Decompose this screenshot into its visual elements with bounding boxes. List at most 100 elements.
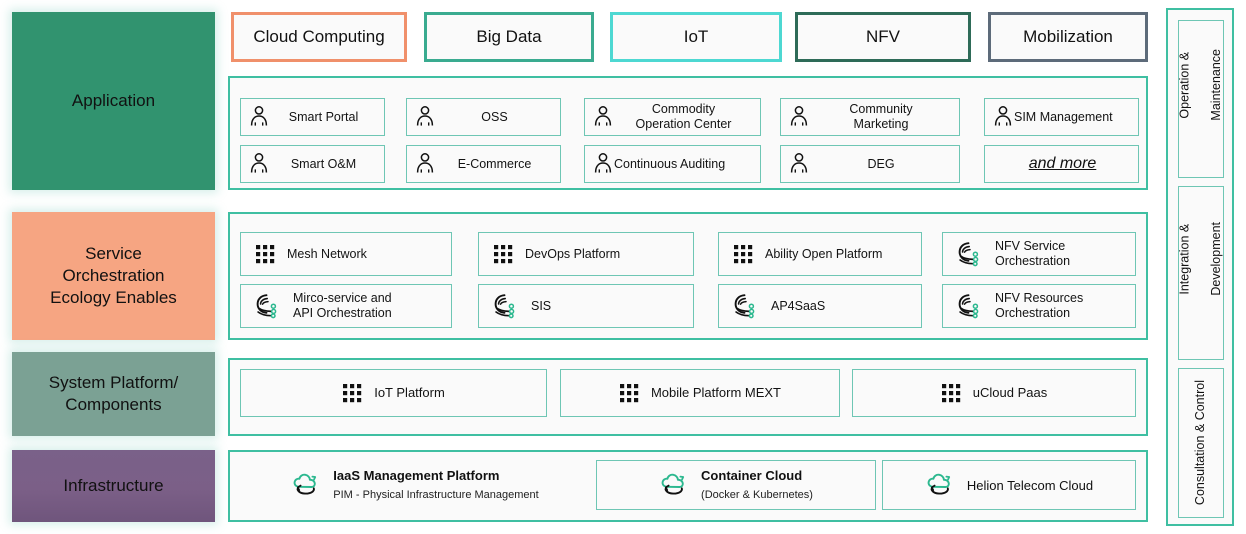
app-tile-commodity-operation-center[interactable]: Commodity Operation Center <box>584 98 761 136</box>
app-tile-label-line1: Community <box>849 102 913 117</box>
app-tile-smart-portal[interactable]: Smart Portal <box>240 98 385 136</box>
app-tile-label: Continuous Auditing <box>614 156 726 171</box>
service-tile-label-line1: NFV Resources <box>995 291 1084 306</box>
service-tile-label-line2: API Orchestration <box>293 306 392 320</box>
category-chip-label: IoT <box>683 27 709 46</box>
system-tile-iot-platform[interactable]: IoT Platform <box>240 369 547 417</box>
service-tile-ap4saas[interactable]: AP4SaaS <box>718 284 922 328</box>
category-chip-label: NFV <box>866 27 900 46</box>
person-icon <box>993 105 1013 129</box>
system-tile-label: uCloud Paas <box>972 385 1048 401</box>
service-tile-label: NFV Service Orchestration <box>995 239 1070 269</box>
category-chip-label: Mobilization <box>1023 27 1113 46</box>
service-tile-label-line2: Orchestration <box>995 306 1071 320</box>
app-tile-deg[interactable]: DEG <box>780 145 960 183</box>
rail-label: Integration & Development <box>1162 222 1240 323</box>
app-tile-community-marketing[interactable]: Community Marketing <box>780 98 960 136</box>
service-tile-label: Mirco-service and API Orchestration <box>293 291 392 321</box>
service-tile-label-line2: Orchestration <box>995 254 1071 268</box>
infra-tile-subtitle: (Docker & Kubernetes) <box>701 489 813 501</box>
side-rail: Operation & Maintenance Integration & De… <box>1166 8 1234 526</box>
infra-tile-subtitle: PIM - Physical Infrastructure Management <box>333 489 539 501</box>
layer-title-application: Application <box>71 90 156 110</box>
person-icon <box>593 105 613 129</box>
layer-block-application: Application <box>12 12 215 190</box>
category-chip-mobilization[interactable]: Mobilization <box>988 12 1148 62</box>
category-chip-cloud-computing[interactable]: Cloud Computing <box>231 12 407 62</box>
system-title-line1: System Platform/ <box>48 372 179 392</box>
category-chip-label: Cloud Computing <box>253 27 385 46</box>
dot-grid-icon <box>619 383 639 403</box>
layer-block-service-orchestration: Service Orchestration Ecology Enables <box>12 212 215 340</box>
app-tile-label: E-Commerce <box>457 156 532 171</box>
service-title-line2: Orchestration <box>62 265 165 285</box>
orchestration-icon <box>733 293 759 319</box>
system-title-line2: Components <box>65 395 162 414</box>
service-tile-ability-open-platform[interactable]: Ability Open Platform <box>718 232 922 276</box>
layer-title-infrastructure: Infrastructure <box>63 475 164 495</box>
infra-tile-text: Container Cloud (Docker & Kubernetes) <box>701 467 813 503</box>
orchestration-icon <box>493 293 519 319</box>
service-tile-label: NFV Resources Orchestration <box>995 291 1083 321</box>
app-tile-label: OSS <box>481 109 508 124</box>
rail-label-line2: Development <box>1208 222 1223 296</box>
service-tile-sis[interactable]: SIS <box>478 284 694 328</box>
category-chip-big-data[interactable]: Big Data <box>424 12 594 62</box>
app-tile-label: Community Marketing <box>809 102 953 132</box>
infra-tile-text: IaaS Management Platform PIM - Physical … <box>333 467 538 503</box>
rail-label-line1: Integration & <box>1177 223 1192 295</box>
app-tile-label-line1: Commodity <box>651 102 716 117</box>
cloud-icon <box>925 472 955 498</box>
infra-tile-container-cloud[interactable]: Container Cloud (Docker & Kubernetes) <box>596 460 876 510</box>
system-tile-mobile-platform-mext[interactable]: Mobile Platform MEXT <box>560 369 840 417</box>
service-tile-mesh-network[interactable]: Mesh Network <box>240 232 452 276</box>
service-tile-label-line1: NFV Service <box>995 239 1066 254</box>
service-tile-micro-service-api-orchestration[interactable]: Mirco-service and API Orchestration <box>240 284 452 328</box>
app-tile-label: SIM Management <box>1014 109 1113 124</box>
app-tile-label: and more <box>1028 155 1097 172</box>
infra-tile-helion-telecom-cloud[interactable]: Helion Telecom Cloud <box>882 460 1136 510</box>
rail-label-line2: Maintenance <box>1208 49 1223 121</box>
rail-label: Consultation & Control <box>1193 380 1208 506</box>
rail-label: Operation & Maintenance <box>1162 49 1240 148</box>
app-tile-label: Commodity Operation Center <box>613 102 754 132</box>
service-tile-label: Mesh Network <box>287 246 367 261</box>
app-tile-and-more[interactable]: and more <box>984 145 1139 183</box>
orchestration-icon <box>957 293 983 319</box>
service-tile-nfv-service-orchestration[interactable]: NFV Service Orchestration <box>942 232 1136 276</box>
app-tile-continuous-auditing[interactable]: Continuous Auditing <box>584 145 761 183</box>
rail-cell-operation-maintenance[interactable]: Operation & Maintenance <box>1178 20 1224 178</box>
system-tile-label: IoT Platform <box>374 385 445 401</box>
orchestration-icon <box>957 241 983 267</box>
rail-label-line1: Operation & <box>1177 51 1192 119</box>
app-tile-label-line2: Operation Center <box>635 117 732 131</box>
system-tile-ucloud-paas[interactable]: uCloud Paas <box>852 369 1136 417</box>
app-tile-label: DEG <box>867 156 895 171</box>
rail-cell-consultation-control[interactable]: Consultation & Control <box>1178 368 1224 518</box>
layer-title-service-orchestration: Service Orchestration Ecology Enables <box>50 243 177 309</box>
layer-title-system-platform: System Platform/ Components <box>49 372 178 416</box>
person-icon <box>593 152 613 176</box>
app-tile-e-commerce[interactable]: E-Commerce <box>406 145 561 183</box>
person-icon <box>415 152 435 176</box>
cloud-icon <box>659 472 689 498</box>
dot-grid-icon <box>493 244 513 264</box>
person-icon <box>789 152 809 176</box>
category-chip-nfv[interactable]: NFV <box>795 12 971 62</box>
cloud-icon <box>291 472 321 498</box>
service-tile-label-line1: Mirco-service and <box>293 291 392 306</box>
dot-grid-icon <box>342 383 362 403</box>
app-tile-sim-management[interactable]: SIM Management <box>984 98 1139 136</box>
category-chip-label: Big Data <box>476 27 542 46</box>
dot-grid-icon <box>255 244 275 264</box>
service-tile-nfv-resources-orchestration[interactable]: NFV Resources Orchestration <box>942 284 1136 328</box>
rail-cell-integration-development[interactable]: Integration & Development <box>1178 186 1224 360</box>
service-tile-label: DevOps Platform <box>525 246 621 261</box>
app-tile-smart-om[interactable]: Smart O&M <box>240 145 385 183</box>
infra-tile-title: Helion Telecom Cloud <box>966 477 1094 493</box>
infra-tile-iaas-management-platform[interactable]: IaaS Management Platform PIM - Physical … <box>240 460 590 510</box>
service-title-line1: Service <box>85 243 142 263</box>
category-chip-iot[interactable]: IoT <box>610 12 782 62</box>
service-tile-devops-platform[interactable]: DevOps Platform <box>478 232 694 276</box>
app-tile-oss[interactable]: OSS <box>406 98 561 136</box>
